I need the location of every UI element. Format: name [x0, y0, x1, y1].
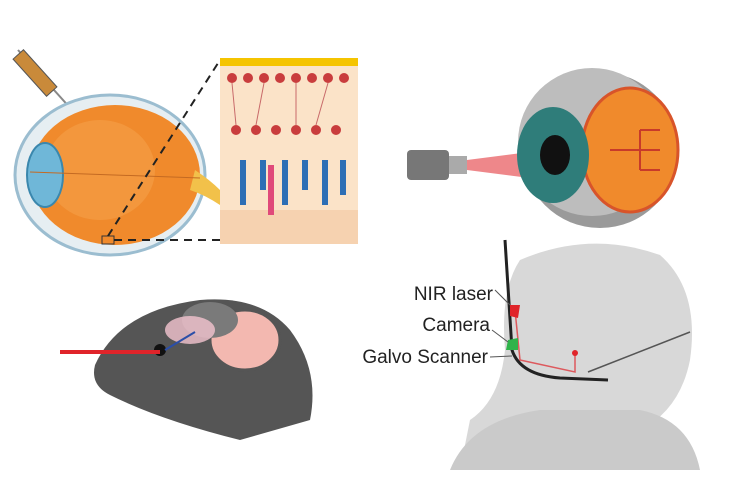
mouse-illustration	[60, 299, 313, 440]
human-head-illustration	[450, 243, 700, 470]
retina-layers-inset	[220, 58, 358, 244]
galvo-scanner-label: Galvo Scanner	[362, 347, 488, 368]
nir-laser-marker	[510, 305, 520, 318]
camera-label: Camera	[422, 315, 490, 336]
camera-marker	[506, 338, 518, 350]
eye-scan-illustration	[407, 68, 680, 228]
eye-cross-section	[13, 93, 220, 257]
scanner-device	[489, 239, 691, 382]
nir-laser-label: NIR laser	[414, 284, 494, 305]
